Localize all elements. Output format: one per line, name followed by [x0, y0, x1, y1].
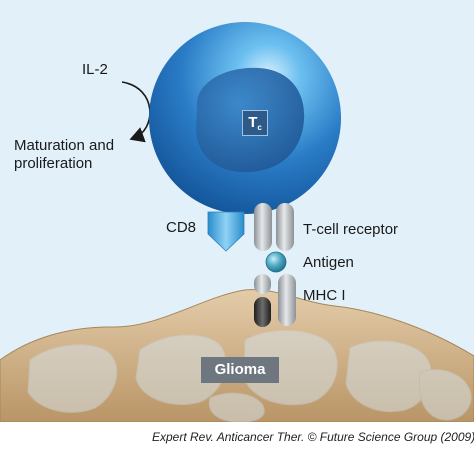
tcell-letter: T: [248, 114, 258, 131]
tcell-subscript: c: [257, 123, 262, 132]
cd8-label: CD8: [166, 219, 197, 236]
mhc-chain-right: [278, 274, 296, 326]
citation: Expert Rev. Anticancer Ther. © Future Sc…: [152, 430, 474, 444]
mhc-top-left: [254, 274, 271, 294]
tcr-label: T-cell receptor: [303, 221, 399, 238]
il2-label: IL-2: [82, 61, 108, 78]
glioma-label: Glioma: [201, 357, 279, 383]
mhc-label: MHC I: [303, 287, 346, 304]
maturation-label: Maturation and proliferation: [14, 137, 115, 172]
caption-band: [0, 422, 474, 454]
antigen-label: Antigen: [303, 254, 354, 271]
mhc-beta2m: [254, 297, 271, 327]
tcell-label: Tc: [242, 110, 268, 136]
cd8-receptor: [207, 211, 245, 252]
tcr-chain-left: [254, 203, 272, 251]
antigen: [265, 251, 287, 273]
tcr-chain-right: [276, 203, 294, 251]
